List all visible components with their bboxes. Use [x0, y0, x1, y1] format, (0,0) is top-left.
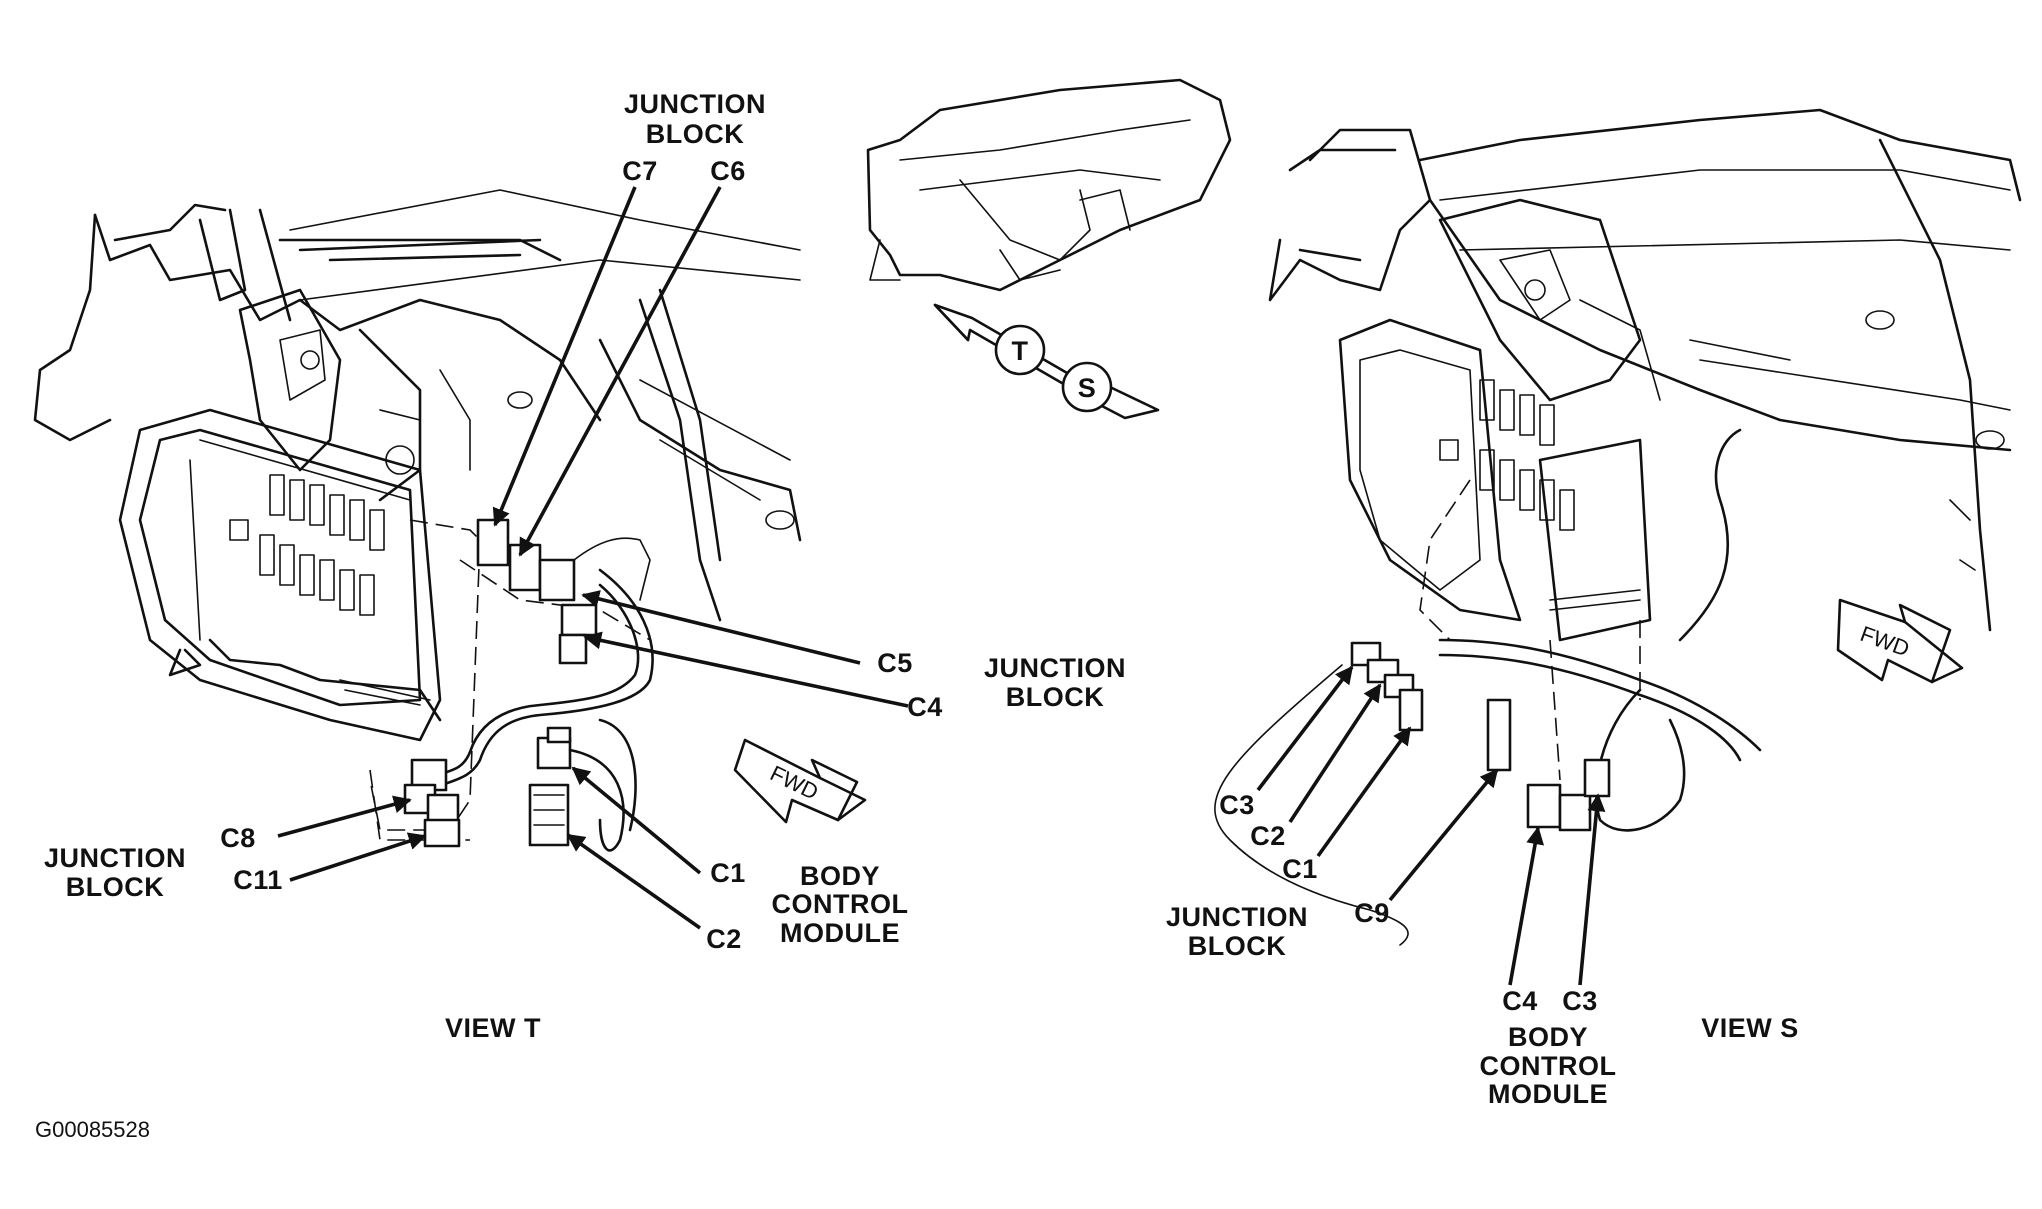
junction-block-right-label-1: JUNCTION: [984, 653, 1126, 683]
junction-connectors-lower: [403, 758, 461, 848]
fuse-array: [229, 474, 385, 616]
connector-label-s-c2: C2: [1250, 821, 1286, 851]
connector-label-s-c3: C3: [1219, 790, 1255, 820]
junction-block-top-label-2: BLOCK: [646, 119, 745, 149]
view-t-marker: [994, 324, 1046, 376]
view-s-leaders: [1256, 665, 1606, 986]
bcm-s-label-3: MODULE: [1488, 1079, 1608, 1109]
bcm-t-label-2: CONTROL: [772, 889, 909, 919]
bcm-s-label-1: BODY: [1508, 1022, 1588, 1052]
junction-block-s-label-1: JUNCTION: [1166, 902, 1308, 932]
connector-label-s-c1: C1: [1282, 854, 1318, 884]
bcm-t-label-3: MODULE: [780, 918, 900, 948]
junction-block-left-label-2: BLOCK: [66, 872, 165, 902]
marker-t-label: T: [1012, 336, 1029, 366]
connector-label-c6: C6: [710, 156, 746, 186]
view-s-marker: [1061, 361, 1113, 413]
connector-label-s-c9: C9: [1354, 898, 1390, 928]
view-t-labels: JUNCTION BLOCK C7 C6 C5 C4 JUNCTION BLOC…: [44, 89, 1126, 1043]
connector-label-s-c3b: C3: [1562, 986, 1598, 1016]
view-s-junction-connectors: [1350, 641, 1424, 732]
junction-block-s-label-2: BLOCK: [1188, 931, 1287, 961]
connector-label-c7: C7: [622, 156, 658, 186]
connector-label-c5: C5: [877, 648, 913, 678]
orientation-inset: T S: [866, 78, 1232, 420]
marker-s-label: S: [1078, 373, 1097, 403]
connector-label-c11: C11: [233, 865, 283, 895]
bcm-t-label-1: BODY: [800, 861, 880, 891]
view-t-title: VIEW T: [445, 1013, 541, 1043]
junction-block-top-label-1: JUNCTION: [624, 89, 766, 119]
connector-label-c1: C1: [710, 858, 746, 888]
view-s-illustration: [1268, 108, 2022, 832]
view-t-illustration: [33, 189, 802, 852]
connector-label-c2: C2: [706, 924, 742, 954]
bcm-connectors: [528, 718, 637, 852]
view-s-fwd-arrow: FWD: [1836, 598, 1964, 684]
figure-id: G00085528: [35, 1117, 150, 1142]
connector-label-c8: C8: [220, 823, 256, 853]
bcm-s-label-2: CONTROL: [1480, 1051, 1617, 1081]
connector-label-s-c4: C4: [1502, 986, 1538, 1016]
view-s-title: VIEW S: [1701, 1013, 1799, 1043]
view-t-leaders: [277, 186, 909, 930]
c9-connector: [1486, 698, 1512, 772]
view-s-labels: C3 C2 C1 C9 JUNCTION BLOCK C4 C3 BODY CO…: [1166, 790, 1799, 1109]
junction-block-left-label-1: JUNCTION: [44, 843, 186, 873]
view-s-junction-brace: [1214, 664, 1409, 946]
view-t-fwd-arrow: FWD: [733, 738, 867, 824]
connector-label-c4: C4: [907, 692, 943, 722]
junction-block-right-label-2: BLOCK: [1006, 682, 1105, 712]
view-s-fuse-array: [1439, 379, 1575, 531]
